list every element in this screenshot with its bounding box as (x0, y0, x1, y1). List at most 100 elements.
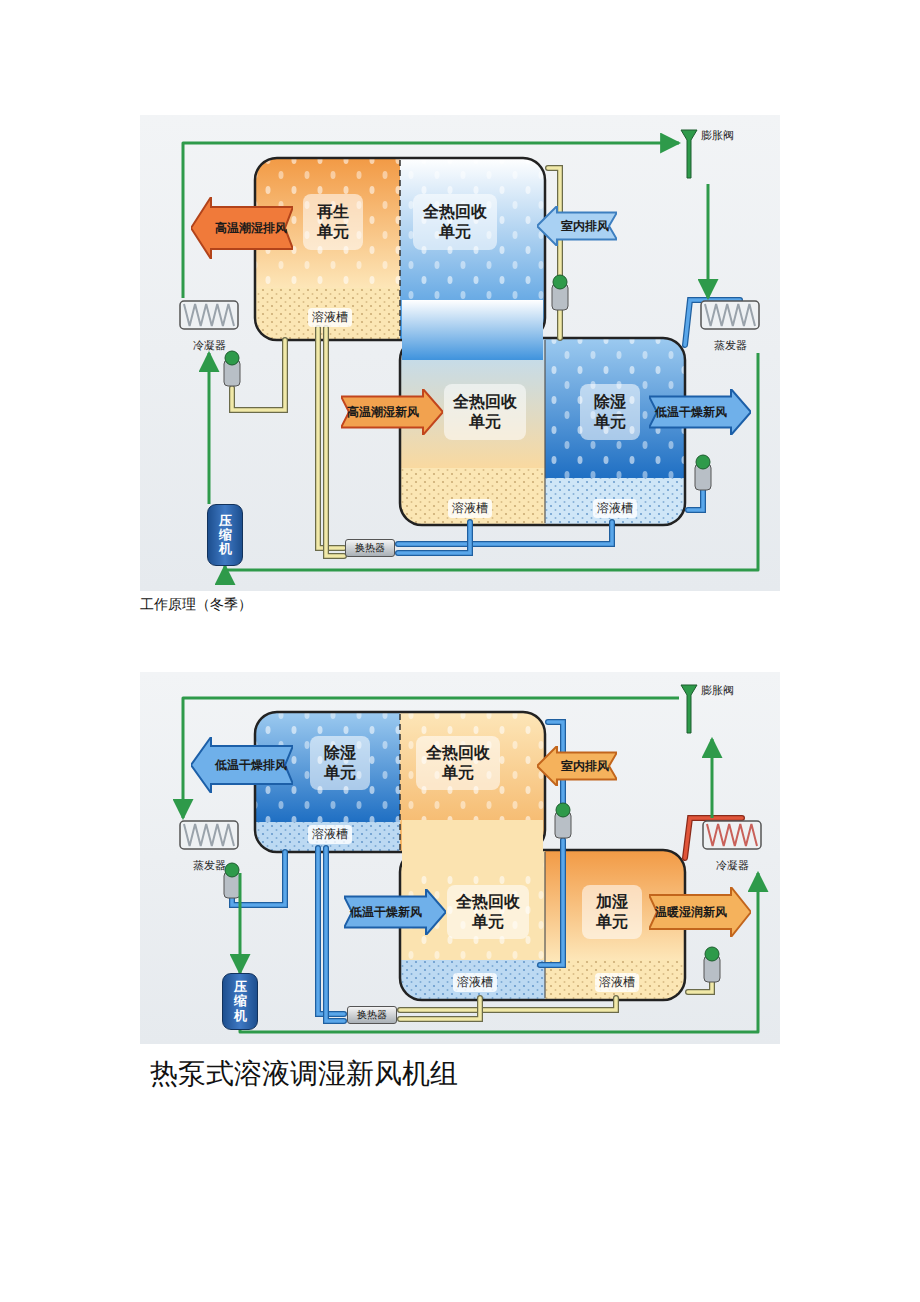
node-text: 换热器 (355, 541, 385, 555)
drawing-part (326, 328, 344, 556)
solution-tank-label: 溶液槽 (308, 308, 352, 327)
valve-shape (679, 126, 699, 184)
drawing-part (688, 490, 703, 510)
housing-outline (400, 850, 685, 1000)
unit-box: 全热回收单元 (444, 384, 526, 440)
refrigerant-pipe (225, 353, 758, 570)
drawing-part (545, 478, 685, 525)
solution-tank-label: 溶液槽 (308, 825, 352, 844)
node-text: 低温干燥排风 (215, 757, 287, 774)
figure-title: 热泵式溶液调湿新风机组 (150, 1055, 458, 1093)
drawing-part (326, 848, 344, 1021)
coil-tube (184, 304, 234, 326)
node-text: 温暖湿润新风 (655, 904, 727, 921)
figure-caption: 工作原理（冬季） (140, 596, 252, 614)
drawing-part (400, 998, 480, 1019)
heat-exchanger-coil: 蒸发器 (699, 298, 761, 353)
solution-pipes (232, 168, 740, 556)
drawing-part (318, 328, 344, 548)
housing-outline (400, 338, 685, 525)
drawing-part (540, 840, 563, 965)
node-text: 溶液槽 (457, 974, 493, 991)
refrigerant-pipe (239, 873, 242, 973)
unit-box: 全热回收单元 (413, 194, 497, 250)
refrigerant-pipe (208, 353, 211, 504)
diagram-ground (140, 115, 780, 591)
drawing-part (400, 998, 616, 1010)
drawing-part (705, 947, 719, 961)
drawing-part (400, 998, 480, 1019)
airflow-arrow: 低温干燥新风 (344, 889, 446, 935)
node-text: 高温潮湿排风 (215, 220, 287, 237)
node-text: 高温潮湿新风 (347, 404, 419, 421)
node-text: 冷凝器 (178, 338, 240, 353)
coil-tube (184, 824, 234, 846)
arrow-body (537, 206, 617, 246)
airflow-arrow: 高温潮湿新风 (341, 389, 443, 435)
node-text: 溶液槽 (452, 500, 488, 517)
node-text: 室内排风 (561, 218, 609, 235)
drawing-part (318, 328, 344, 548)
drawing-part (318, 848, 344, 1014)
drawing-part (398, 522, 470, 553)
coil-shape (178, 298, 240, 332)
refrigerant-pipe (240, 873, 758, 1032)
node-text: 低温干燥新风 (655, 404, 727, 421)
airflow-arrow: 高温潮湿排风 (191, 197, 293, 259)
node-text: 膨胀阀 (701, 128, 734, 143)
divider (544, 340, 545, 523)
drawing-part (400, 468, 545, 525)
drawing-part (696, 455, 710, 469)
heat-exchanger-coil: 蒸发器 (178, 818, 240, 873)
node-text: 再生单元 (315, 202, 350, 242)
divider (399, 714, 401, 850)
lower-housing (400, 338, 685, 525)
coil-shape (701, 818, 763, 852)
drawing-part (326, 328, 344, 556)
shape-part (701, 301, 759, 329)
airflow-arrow: 低温干燥排风 (191, 737, 293, 793)
node-text: 除湿单元 (592, 392, 627, 432)
drawing-part (398, 522, 470, 553)
valve-shape (679, 681, 699, 739)
arrow-body (537, 746, 617, 786)
plate-heat-exchanger: 换热器 (347, 1006, 397, 1024)
plate-heat-exchanger: 换热器 (345, 539, 395, 557)
airflow-arrow: 室内排风 (537, 206, 617, 246)
housing-joint (402, 820, 543, 870)
drawing-part (400, 960, 545, 1000)
refrigerant-pipe (183, 698, 679, 818)
compressor: 压缩机 (207, 504, 243, 566)
shape-part (180, 301, 238, 329)
heat-exchanger-coil: 冷凝器 (178, 298, 240, 353)
pump-symbol (224, 275, 711, 490)
drawing-part (400, 998, 616, 1010)
node-text: 膨胀阀 (701, 683, 734, 698)
airflow-arrow: 低温干燥新风 (649, 389, 751, 435)
drawing-part (398, 522, 612, 544)
drawing-part (326, 848, 344, 1021)
solution-tank-label: 溶液槽 (453, 973, 497, 992)
node-text: 全热回收单元 (424, 743, 491, 783)
drawing-part (540, 840, 563, 965)
pump-symbol (224, 803, 720, 982)
unit-box: 除湿单元 (310, 736, 370, 790)
unit-box: 再生单元 (303, 194, 363, 250)
drawing-part (558, 310, 562, 338)
node-text: 换热器 (357, 1008, 387, 1022)
solution-tank-label: 溶液槽 (595, 973, 639, 992)
expansion-valve: 膨胀阀 (679, 126, 734, 184)
drawing-part (225, 863, 239, 877)
arrow-body (649, 389, 751, 435)
drawing-part (688, 982, 712, 992)
diagram-ground (140, 672, 780, 1044)
arrow-body (344, 889, 446, 935)
node-text: 溶液槽 (599, 974, 635, 991)
node-text: 蒸发器 (699, 338, 761, 353)
shape-part (703, 821, 761, 849)
unit-box: 全热回收单元 (447, 885, 529, 939)
node-text: 除湿单元 (322, 743, 357, 783)
divider (399, 160, 401, 338)
compressor: 压缩机 (222, 973, 258, 1030)
refrigerant-pipe (707, 184, 710, 298)
